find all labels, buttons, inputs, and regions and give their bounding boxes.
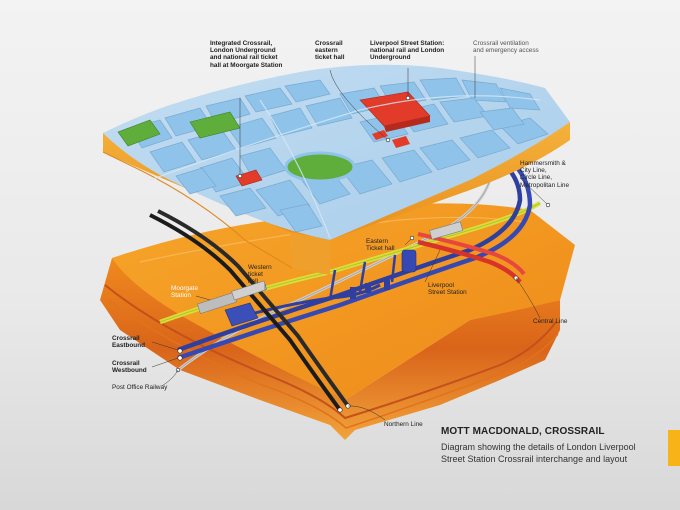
liverpool-street-station-box <box>429 221 464 240</box>
label-line: eastern <box>315 47 338 55</box>
label-line: City Line, <box>520 167 547 175</box>
label-hammersmith-lines: Hammersmith & City Line, Circle Line, Me… <box>520 160 569 189</box>
label-line: Underground <box>370 54 411 62</box>
label-ventilation: Crossrail ventilation and emergency acce… <box>473 40 539 54</box>
central-line-tunnel <box>417 239 522 284</box>
label-northern-line: Northern Line <box>384 421 423 428</box>
credit-description-line: Diagram showing the details of London Li… <box>441 442 636 452</box>
western-ticket-hall-box <box>231 280 268 301</box>
label-line: Westbound <box>112 367 147 375</box>
crossrail-platform-west <box>224 302 259 327</box>
label-line: Liverpool Street Station: <box>370 40 445 47</box>
label-line: Crossrail <box>315 40 343 47</box>
moorgate-hall-building <box>235 169 263 187</box>
label-post-office-railway: Post Office Railway <box>112 384 168 391</box>
label-line: London Underground <box>210 47 276 55</box>
label-line: and emergency access <box>473 47 539 55</box>
eastern-shaft <box>401 249 417 273</box>
label-crossrail-eastern-ticket-hall: Crossrail eastern ticket hall <box>315 40 344 62</box>
label-line: Station <box>171 292 191 300</box>
label-line: hall at Moorgate Station <box>210 61 283 69</box>
park-west <box>117 119 161 147</box>
label-line: Street Station <box>428 289 467 297</box>
tunnel-network <box>149 163 542 413</box>
label-crossrail-eastbound: Crossrail Eastbound <box>112 335 145 349</box>
northern-line-tunnel <box>149 213 342 412</box>
label-central-line: Central Line <box>533 318 568 325</box>
label-integrated-ticket-hall: Integrated Crossrail, London Underground… <box>210 40 282 69</box>
label-line: Crossrail <box>112 360 140 367</box>
credit-description: Diagram showing the details of London Li… <box>441 441 636 465</box>
label-line: and national rail ticket <box>210 54 278 62</box>
label-line: ticket <box>248 271 263 279</box>
label-line: Eastern <box>366 238 389 245</box>
label-line: Integrated Crossrail, <box>210 40 273 47</box>
label-moorgate-station: Moorgate Station <box>171 285 198 299</box>
crossrail-westbound-tunnel <box>177 163 533 361</box>
label-line: hall <box>248 278 258 286</box>
park-circus <box>284 151 356 183</box>
label-line: Ticket hall <box>366 245 395 253</box>
label-liverpool-street-station-top: Liverpool Street Station: national rail … <box>370 40 444 62</box>
label-liverpool-street-station: Liverpool Street Station <box>428 282 467 296</box>
eastern-hall-building <box>392 136 410 148</box>
label-line: Circle Line, <box>520 174 552 182</box>
accent-bar <box>668 430 680 466</box>
label-line: Moorgate <box>171 285 198 292</box>
label-line: Metropolitan Line <box>520 181 570 189</box>
label-crossrail-westbound: Crossrail Westbound <box>112 360 147 374</box>
credit-title: MOTT MACDONALD, CROSSRAIL <box>441 426 605 437</box>
label-line: ticket hall <box>315 54 345 62</box>
label-line: Liverpool <box>428 282 454 289</box>
label-line: national rail and London <box>370 47 445 55</box>
label-line: Western <box>248 264 272 271</box>
label-line: Eastbound <box>112 342 146 350</box>
label-line: Crossrail <box>112 335 140 342</box>
label-eastern-ticket-hall: Eastern Ticket hall <box>366 238 395 252</box>
label-line: Crossrail ventilation <box>473 40 529 47</box>
label-line: Hammersmith & <box>520 160 566 167</box>
city-slab <box>102 64 570 275</box>
label-western-ticket-hall: Western ticket hall <box>248 264 272 286</box>
credit-description-line: Street Station Crossrail interchange and… <box>441 454 628 464</box>
